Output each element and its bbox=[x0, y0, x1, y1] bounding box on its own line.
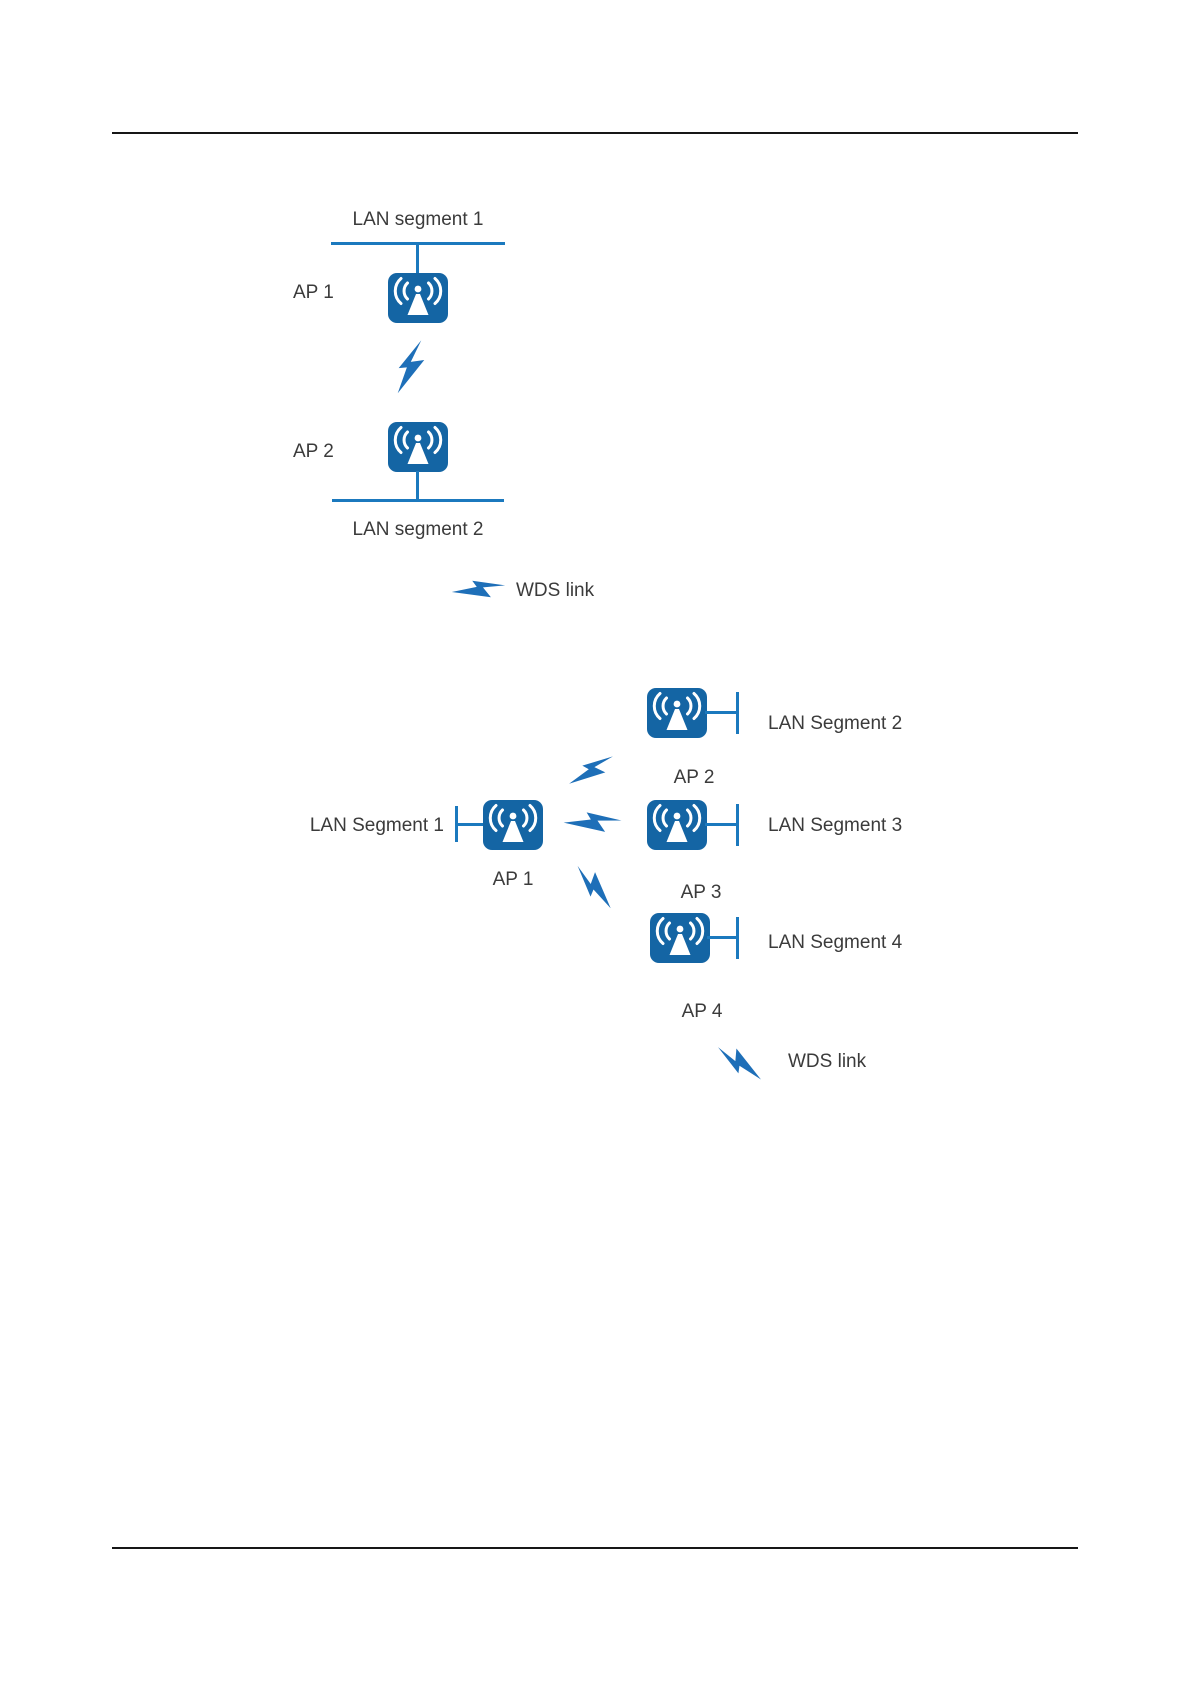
access-point-icon bbox=[647, 800, 707, 850]
ap-2-label: AP 2 bbox=[673, 767, 715, 788]
ap4-lan-stub-line bbox=[707, 936, 738, 939]
lan-segment-3-terminator-bar bbox=[736, 804, 739, 846]
ap-1-label: AP 1 bbox=[293, 282, 334, 303]
wds-link-bolt-icon bbox=[392, 335, 429, 399]
ap-3-label: AP 3 bbox=[680, 882, 722, 903]
page-header-rule bbox=[112, 132, 1078, 134]
access-point-icon bbox=[388, 422, 448, 472]
wds-link-bolt-icon bbox=[450, 567, 509, 612]
ap2-lan-stub-line bbox=[705, 711, 738, 714]
lan-segment-4-terminator-bar bbox=[736, 917, 739, 959]
ap1-lan-stub-line bbox=[456, 823, 485, 826]
ap-1-label: AP 1 bbox=[492, 869, 534, 890]
wds-link-bolt-icon bbox=[711, 1039, 770, 1084]
ap1-drop-line bbox=[416, 244, 419, 274]
lan-segment-2-bus-line bbox=[332, 499, 504, 502]
ap-4-label: AP 4 bbox=[681, 1001, 723, 1022]
wds-link-bolt-icon bbox=[565, 743, 620, 799]
ap3-lan-stub-line bbox=[705, 823, 738, 826]
wds-link-legend-label: WDS link bbox=[788, 1051, 867, 1072]
wds-link-legend-label: WDS link bbox=[516, 580, 595, 601]
access-point-icon bbox=[647, 688, 707, 738]
lan-segment-1-label: LAN segment 1 bbox=[352, 209, 484, 230]
access-point-icon bbox=[388, 273, 448, 323]
ap2-drop-line bbox=[416, 471, 419, 501]
access-point-icon bbox=[483, 800, 543, 850]
lan-segment-2-label: LAN Segment 2 bbox=[768, 713, 903, 734]
lan-segment-1-bus-line bbox=[331, 242, 505, 245]
lan-segment-1-label: LAN Segment 1 bbox=[309, 815, 444, 836]
lan-segment-4-label: LAN Segment 4 bbox=[768, 932, 903, 953]
page-footer-rule bbox=[112, 1547, 1078, 1549]
lan-segment-2-terminator-bar bbox=[736, 692, 739, 734]
wds-link-bolt-icon bbox=[566, 859, 624, 913]
access-point-icon bbox=[650, 913, 710, 963]
lan-segment-3-label: LAN Segment 3 bbox=[768, 815, 903, 836]
wds-link-bolt-icon bbox=[562, 801, 624, 844]
lan-segment-2-label: LAN segment 2 bbox=[352, 519, 484, 540]
ap-2-label: AP 2 bbox=[293, 441, 334, 462]
